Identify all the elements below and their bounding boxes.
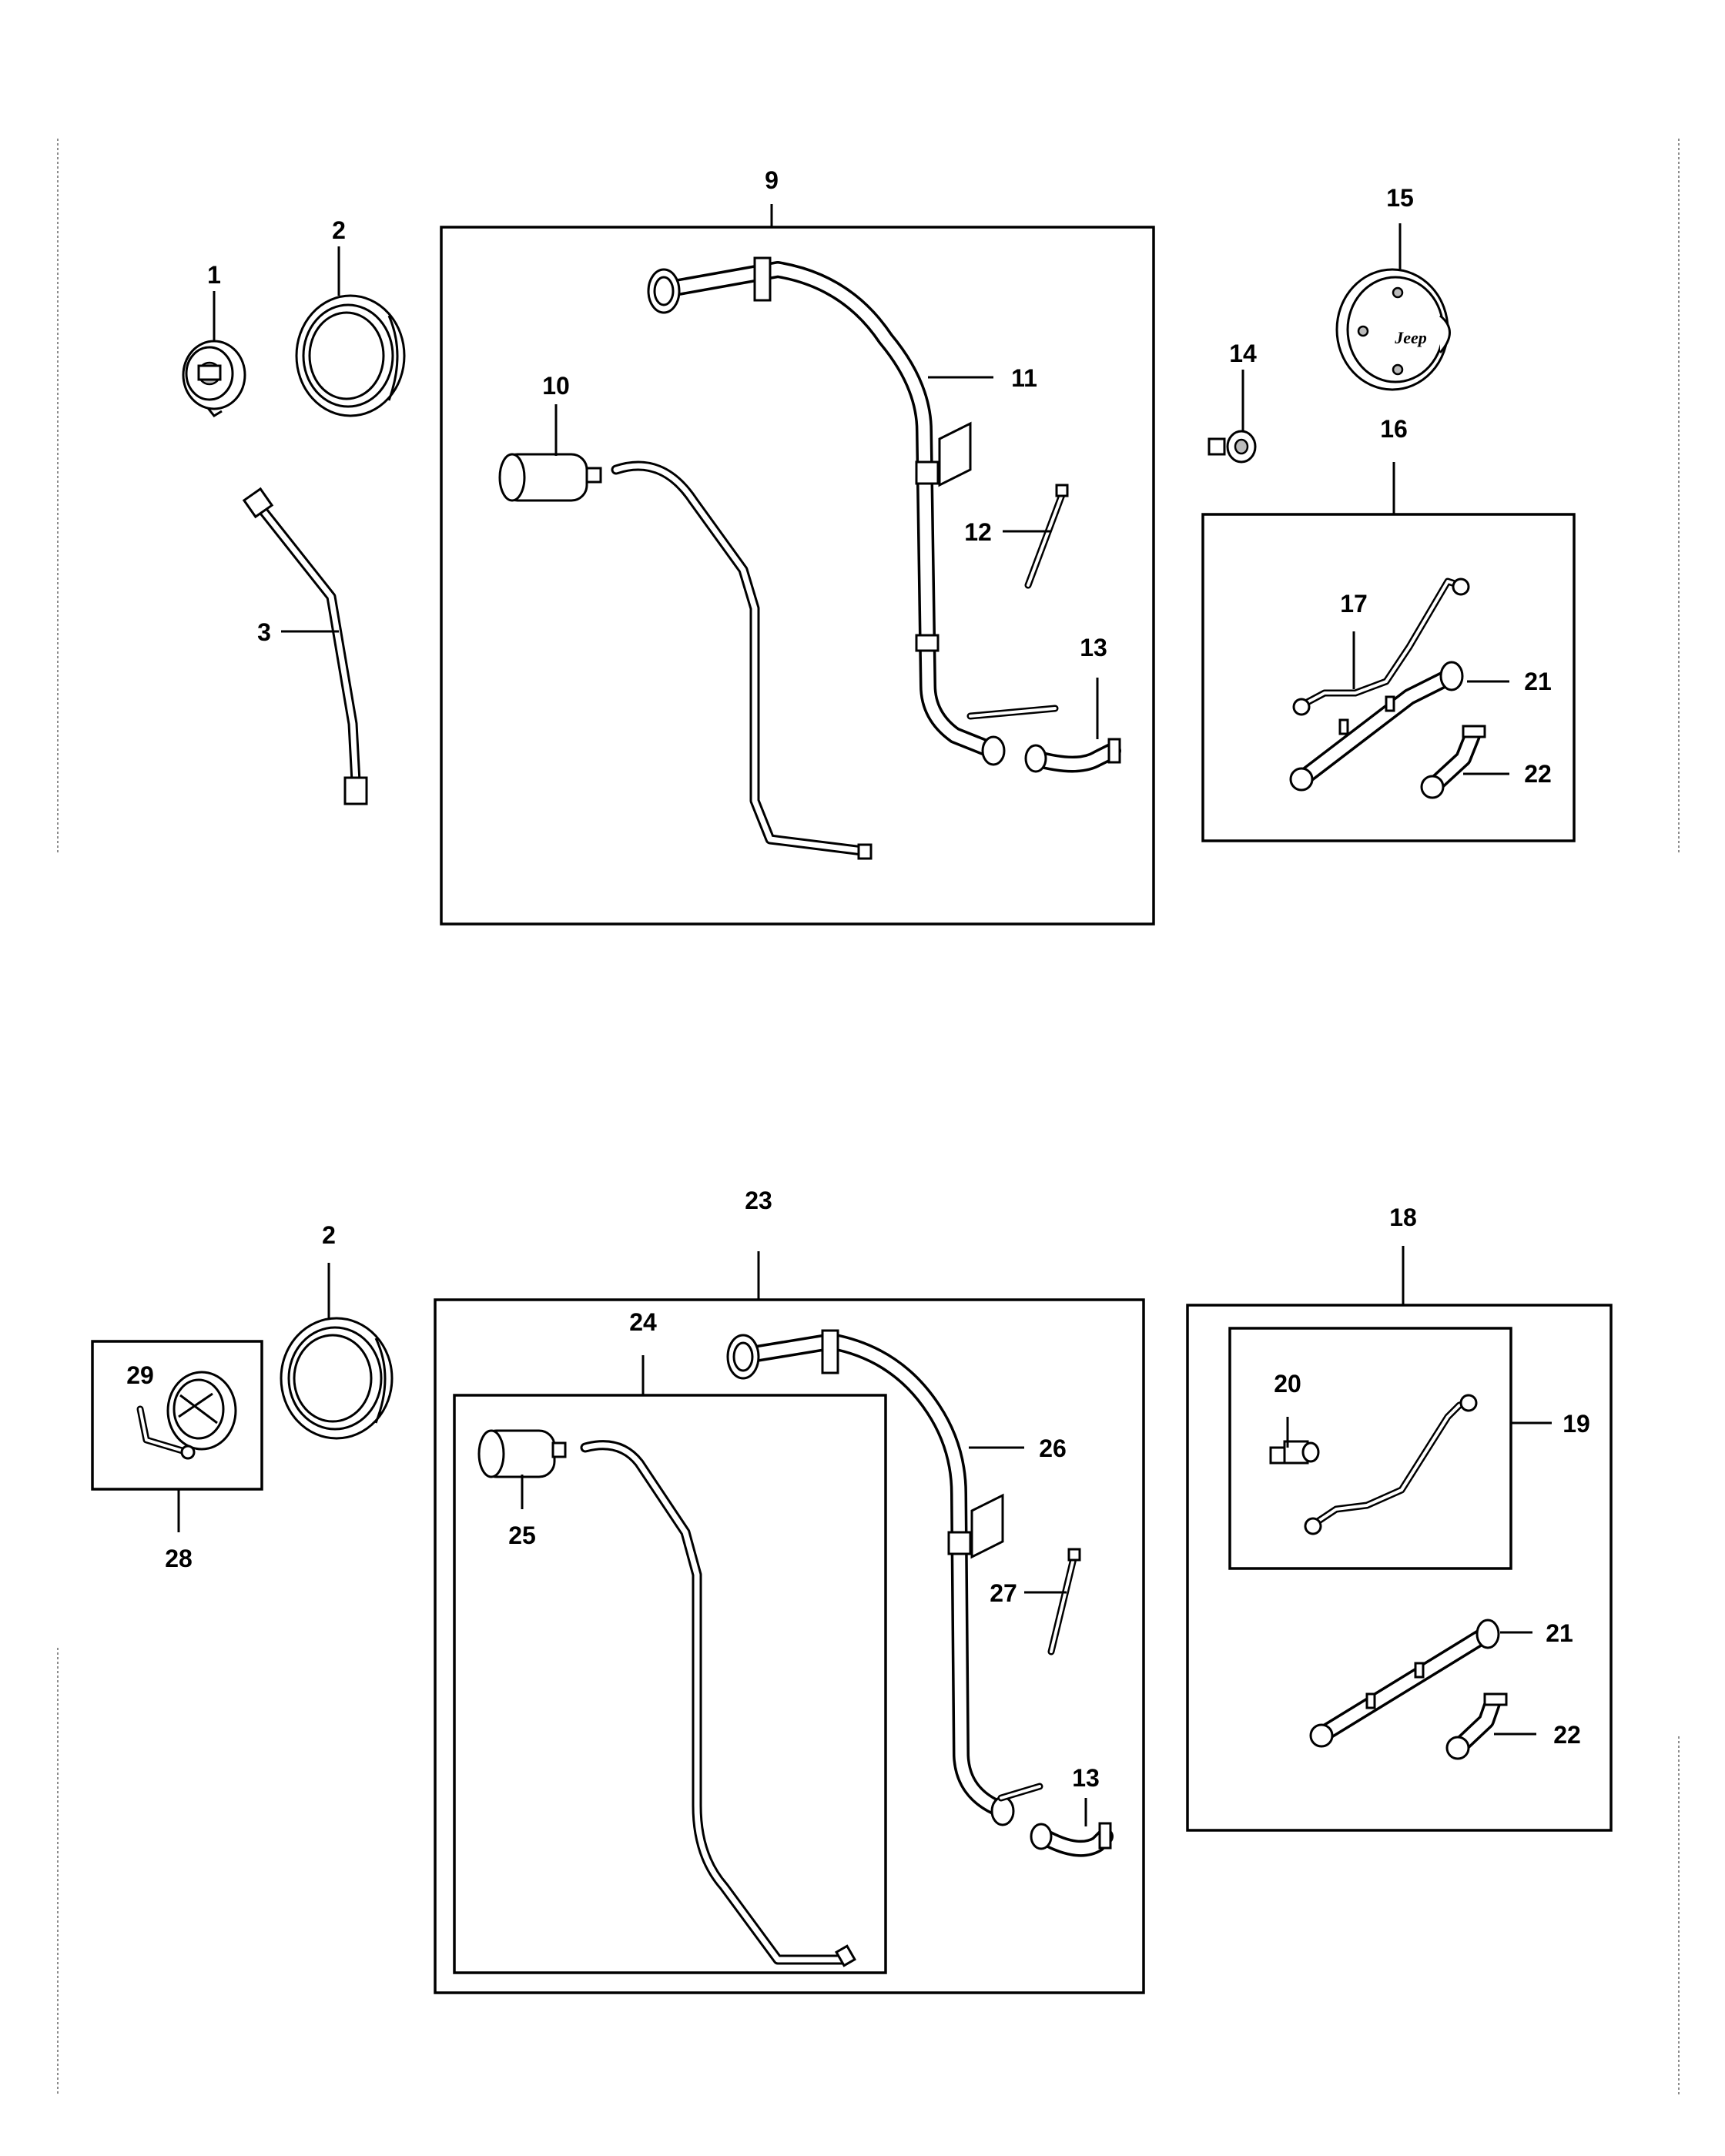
- callout-14: 14: [1229, 340, 1257, 367]
- callout-24: 24: [629, 1308, 657, 1336]
- part-21-filler-pipe-top[interactable]: [1289, 661, 1464, 792]
- box-18: [1186, 1304, 1613, 1832]
- part-22-elbow-hose-top[interactable]: [1420, 725, 1486, 799]
- part-21-filler-pipe-bottom[interactable]: [1309, 1619, 1500, 1748]
- callout-2a: 2: [332, 216, 346, 244]
- part-10-vapor-canister[interactable]: [498, 453, 602, 502]
- part-17-vent-line[interactable]: [1292, 578, 1470, 716]
- callout-9: 9: [765, 166, 779, 194]
- box-23: [434, 1298, 1145, 1994]
- part-11-filler-tube[interactable]: [647, 256, 1059, 766]
- callout-2b: 2: [322, 1221, 336, 1249]
- part-20-check-valve[interactable]: [1269, 1440, 1320, 1465]
- part-27-tie-strap[interactable]: [1047, 1548, 1081, 1656]
- callout-18: 18: [1389, 1204, 1417, 1231]
- part-25-vapor-canister[interactable]: [477, 1429, 567, 1478]
- part-10-vapor-line[interactable]: [611, 460, 873, 860]
- part-19-vent-line[interactable]: [1304, 1394, 1478, 1535]
- callout-11: 11: [1011, 364, 1037, 392]
- part-13-hose-bottom[interactable]: [1030, 1822, 1114, 1857]
- part-29-capless-insert[interactable]: [136, 1371, 237, 1460]
- part-1-fuel-cap[interactable]: [182, 340, 246, 417]
- callout-17: 17: [1340, 590, 1368, 618]
- callout-16: 16: [1380, 415, 1408, 443]
- callout-13a: 13: [1080, 634, 1107, 661]
- callout-25: 25: [508, 1522, 536, 1549]
- part-12-tie-strap[interactable]: [1024, 484, 1069, 589]
- box-16: [1201, 513, 1576, 842]
- part-2-filler-housing-top[interactable]: [295, 294, 406, 417]
- callout-19: 19: [1563, 1410, 1590, 1438]
- callout-26: 26: [1039, 1435, 1067, 1462]
- callout-22b: 22: [1553, 1721, 1581, 1749]
- part-3-vent-hose[interactable]: [242, 487, 368, 805]
- callout-21b: 21: [1546, 1619, 1573, 1647]
- part-14-screw[interactable]: [1208, 430, 1257, 464]
- jeep-logo: Jeep: [1394, 328, 1427, 347]
- callout-20: 20: [1274, 1370, 1301, 1398]
- callout-3: 3: [257, 618, 271, 646]
- callout-12: 12: [964, 518, 992, 546]
- part-24-vapor-line[interactable]: [580, 1440, 856, 1967]
- box-9: [440, 226, 1155, 926]
- part-26-filler-tube[interactable]: [726, 1329, 1043, 1826]
- callout-27: 27: [990, 1579, 1017, 1607]
- box-28: [91, 1340, 263, 1491]
- callout-15: 15: [1386, 184, 1414, 212]
- callout-10: 10: [542, 372, 570, 400]
- box-19: [1228, 1327, 1512, 1570]
- callout-13b: 13: [1072, 1764, 1100, 1792]
- callout-28: 28: [165, 1545, 193, 1572]
- box-24: [453, 1394, 887, 1974]
- page-margin-lines: [57, 139, 1680, 2094]
- part-13-hose-top[interactable]: [1024, 738, 1121, 773]
- callout-21a: 21: [1524, 668, 1552, 695]
- callout-23: 23: [745, 1187, 772, 1214]
- callout-22a: 22: [1524, 760, 1552, 788]
- part-15-fuel-door[interactable]: [1335, 268, 1451, 391]
- part-22-elbow-hose-bottom[interactable]: [1445, 1692, 1508, 1760]
- callout-29: 29: [126, 1361, 154, 1389]
- part-2-filler-housing-bottom[interactable]: [280, 1317, 394, 1440]
- callout-1: 1: [207, 261, 221, 289]
